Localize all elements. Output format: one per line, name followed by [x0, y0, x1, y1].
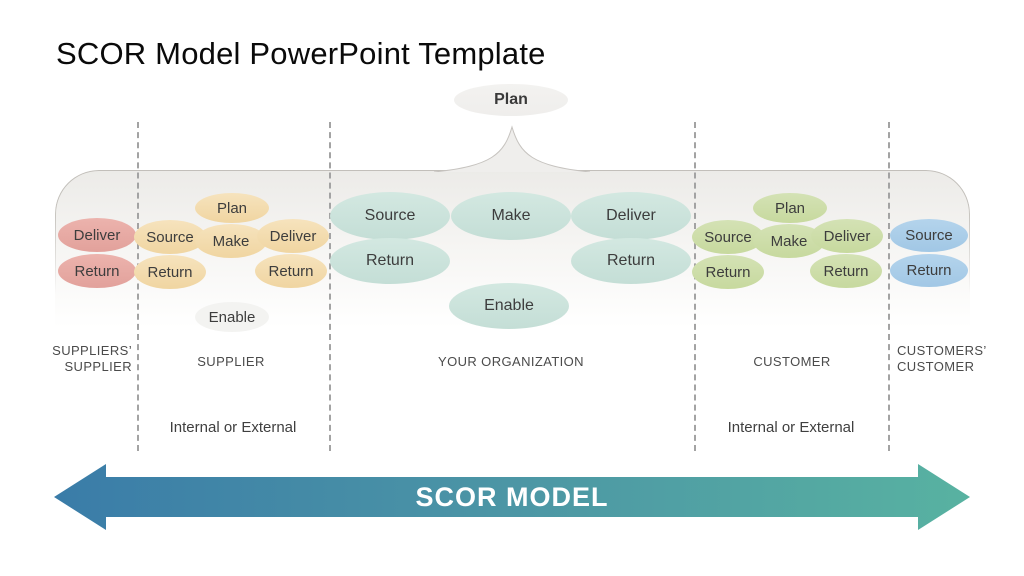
label-customer: CUSTOMER — [753, 354, 831, 369]
ellipse-supplier-deliver: Deliver — [257, 219, 329, 253]
dashed-divider-2 — [329, 122, 331, 451]
label-suppliers-supplier-line1: SUPPLIERS’ — [52, 343, 132, 358]
slide-title: SCOR Model PowerPoint Template — [56, 36, 546, 71]
plan-top-bubble: Plan — [454, 84, 568, 116]
ellipse-org-return-1: Return — [330, 238, 450, 284]
ellipse-supplier-source: Source — [134, 220, 206, 254]
ellipse-supplier-plan: Plan — [195, 193, 269, 223]
label-suppliers-supplier: SUPPLIERS’ SUPPLIER — [36, 343, 132, 375]
ellipse-suppliers-supplier-return: Return — [58, 254, 136, 288]
ellipse-org-source: Source — [330, 192, 450, 240]
ellipse-org-enable: Enable — [449, 283, 569, 329]
ellipse-customer-return-2: Return — [810, 254, 882, 288]
ellipse-suppliers-supplier-deliver: Deliver — [58, 218, 136, 252]
ellipse-org-make: Make — [451, 192, 571, 240]
ellipse-supplier-enable: Enable — [195, 302, 269, 332]
scor-model-arrow-label: SCOR MODEL — [415, 482, 609, 512]
label-customers-customer: CUSTOMERS’ CUSTOMER — [897, 343, 1007, 375]
ellipse-customers-customer-source: Source — [890, 219, 968, 252]
label-customers-customer-line2: CUSTOMER — [897, 359, 975, 374]
scor-model-arrow — [54, 464, 970, 530]
label-supplier: SUPPLIER — [197, 354, 265, 369]
ellipse-supplier-return-1: Return — [134, 255, 206, 289]
ellipse-customer-source: Source — [692, 220, 764, 254]
label-internal-external-customer: Internal or External — [727, 419, 855, 436]
ellipse-supplier-return-2: Return — [255, 254, 327, 288]
ellipse-customer-return-1: Return — [692, 255, 764, 289]
label-your-organization: YOUR ORGANIZATION — [438, 354, 584, 369]
plan-pointer-cusp — [433, 125, 591, 172]
label-internal-external-supplier: Internal or External — [169, 419, 297, 436]
ellipse-customer-deliver: Deliver — [811, 219, 883, 253]
label-suppliers-supplier-line2: SUPPLIER — [64, 359, 132, 374]
ellipse-customers-customer-return: Return — [890, 254, 968, 287]
dashed-divider-4 — [888, 122, 890, 451]
label-customers-customer-line1: CUSTOMERS’ — [897, 343, 987, 358]
ellipse-supplier-make: Make — [195, 224, 267, 258]
ellipse-org-return-2: Return — [571, 238, 691, 284]
ellipse-org-deliver: Deliver — [571, 192, 691, 240]
plan-top-bubble-label: Plan — [494, 91, 528, 108]
ellipse-customer-plan: Plan — [753, 193, 827, 223]
dashed-divider-3 — [694, 122, 696, 451]
dashed-divider-1 — [137, 122, 139, 451]
